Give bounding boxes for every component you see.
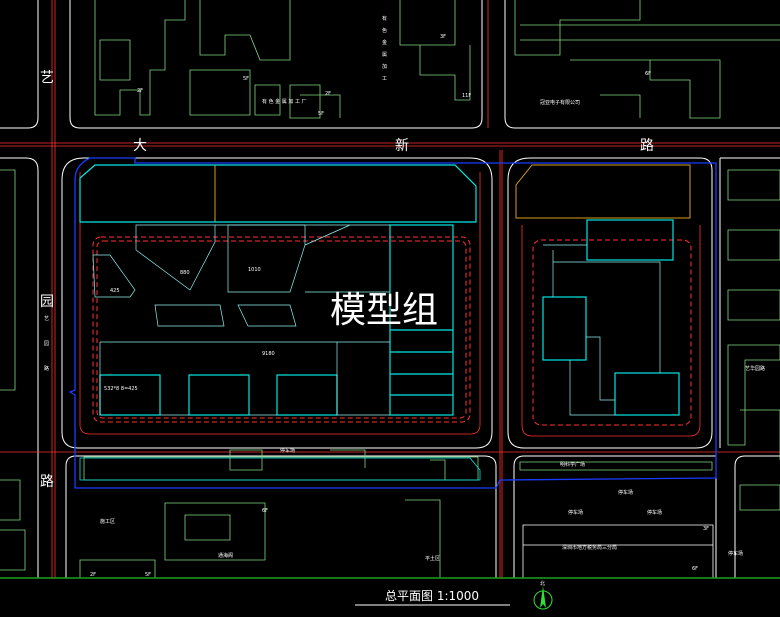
label-west-small-vertical: 艺 园 路 — [44, 316, 49, 372]
label-parking-4: 停车场 — [647, 509, 662, 516]
label-parking-3: 停车场 — [568, 509, 583, 516]
east-buildings — [727, 169, 780, 511]
label-metal-factory-horizontal: 有 色 金 属 加 工 厂 — [262, 98, 307, 105]
road-edges — [0, 0, 780, 578]
label-area-1010: 1010 — [248, 267, 261, 273]
label-area-9180: 9180 — [262, 351, 275, 357]
drawing-title: 总平面图 1:1000 — [385, 589, 479, 603]
label-parking-5: 停车场 — [728, 550, 743, 557]
label-tonghai: 通海阁 — [218, 552, 233, 559]
label-bldg-2f-nw: 2F — [137, 88, 143, 94]
parking-strip — [83, 449, 713, 481]
setback-lines — [92, 236, 692, 426]
watermark-text: 模型组 — [330, 290, 438, 331]
label-construction: 施工区 — [100, 518, 115, 525]
label-bldg-2f-n: 2F — [325, 91, 331, 97]
street-label-north-1: 大 — [133, 138, 147, 154]
label-bldg-11f: 11F — [462, 93, 471, 99]
label-bureau: 深圳市地方税务局三分局 — [562, 544, 617, 551]
label-metal-v-2: 色 — [382, 27, 387, 34]
label-metal-v-6: 工 — [382, 76, 387, 82]
west-buildings — [0, 169, 26, 571]
label-bldg-6f-e: 6F — [692, 566, 698, 572]
label-west-v-2: 园 — [44, 341, 49, 347]
label-metal-v-4: 属 — [382, 52, 387, 58]
street-label-west-2: 园 — [40, 294, 54, 310]
label-company: 冠亚电子有限公司 — [540, 99, 580, 106]
street-label-north-2: 新 — [395, 138, 409, 154]
label-east: 艺华园路 — [745, 365, 765, 372]
street-label-west-1: 艺 — [40, 70, 54, 86]
label-bldg-6f-ne: 6F — [645, 71, 651, 77]
label-bldg-3f-n: 3F — [440, 34, 446, 40]
street-label-north-3: 路 — [640, 138, 654, 154]
north-arrow-icon: 北 — [533, 580, 553, 610]
parking-strip-cyan — [79, 457, 481, 481]
label-square: 明科学广场 — [560, 461, 585, 468]
label-bldg-5f-s: 5F — [145, 572, 151, 578]
label-bldg-3f-e: 3F — [703, 526, 709, 532]
podium-orange — [79, 164, 691, 223]
south-east-buildings — [522, 524, 714, 579]
north-buildings — [94, 0, 780, 119]
central-block-buildings — [79, 164, 680, 416]
label-bldg-2f-s: 2F — [90, 572, 96, 578]
site-boundary — [68, 157, 717, 489]
label-bldg-5f-n2: 5F — [318, 111, 324, 117]
label-metal-factory-vertical: 有 色 金 属 加 工 — [382, 15, 387, 82]
red-lines — [0, 0, 780, 578]
south-buildings — [79, 499, 441, 579]
label-flat-area: 平土区 — [425, 555, 440, 562]
central-block-interior — [92, 224, 661, 416]
label-bldg-5f-n: 5F — [243, 76, 249, 82]
label-area-425: 425 — [110, 288, 120, 294]
street-label-west-3: 路 — [40, 474, 54, 490]
label-west-v-3: 路 — [44, 365, 49, 372]
label-bldg-6f-s: 6F — [262, 508, 268, 514]
label-parking-1: 停车场 — [280, 447, 295, 454]
label-area-880: 880 — [180, 270, 190, 276]
label-metal-v-1: 有 — [382, 15, 387, 22]
label-west-v-1: 艺 — [44, 316, 49, 322]
label-metal-v-5: 加 — [382, 63, 387, 70]
label-parking-2: 停车场 — [618, 489, 633, 496]
north-arrow-label: 北 — [540, 580, 545, 587]
label-metal-v-3: 金 — [382, 39, 387, 46]
label-area-bottom: 532*8 8=425 — [104, 386, 138, 392]
